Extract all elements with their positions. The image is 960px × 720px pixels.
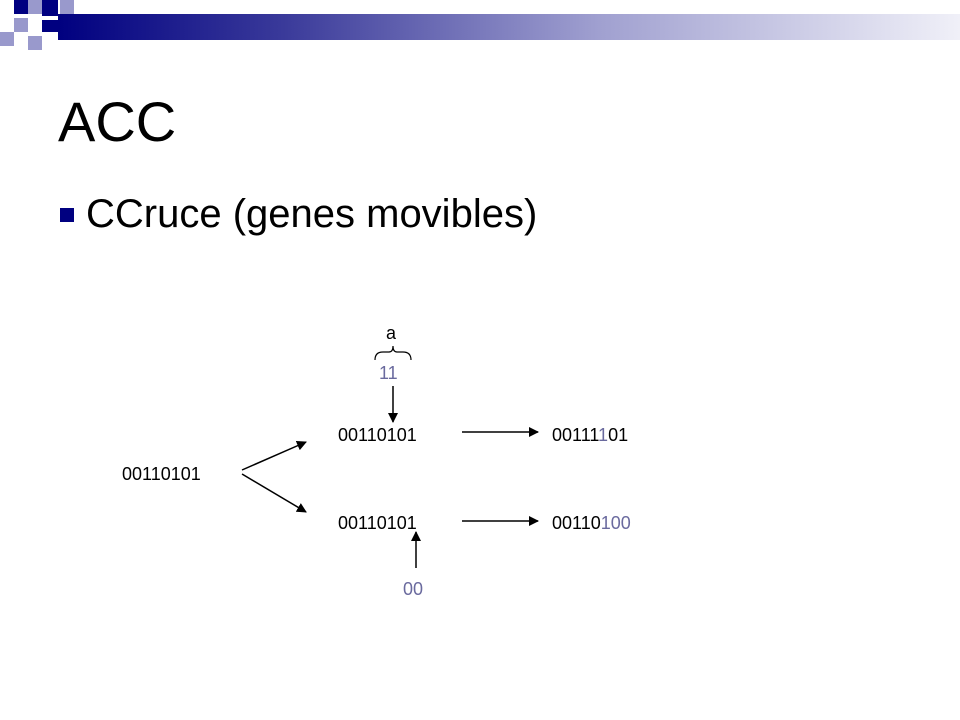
corner-square-light-3 xyxy=(0,32,14,46)
top-child-chromosome: 00110101 xyxy=(338,425,417,445)
top-result-chromosome: 00111101 xyxy=(552,424,628,446)
gene-label-a: a xyxy=(386,323,397,343)
corner-square-light-4 xyxy=(28,36,42,50)
gene-value-bottom: 00 xyxy=(403,579,424,599)
bottom-result-highlight: 100 xyxy=(600,513,631,533)
gene-brace xyxy=(374,345,412,361)
gene-value-top: 11 xyxy=(379,363,398,383)
corner-square-dark-2 xyxy=(42,0,58,16)
bottom-result-prefix: 00110 xyxy=(552,513,601,533)
bottom-result-chromosome: 00110100 xyxy=(552,512,631,534)
top-result-prefix: 00111 xyxy=(552,425,599,445)
top-result-highlight: 1 xyxy=(598,425,609,445)
corner-square-light-1 xyxy=(28,0,42,14)
corner-square-light-2 xyxy=(14,18,28,32)
bottom-child-chromosome: 00110101 xyxy=(338,513,417,533)
corner-square-light-5 xyxy=(60,0,74,14)
branch-line-bottom xyxy=(241,473,307,513)
bullet-text: CCruce (genes movibles) xyxy=(86,192,538,236)
square-bullet-icon xyxy=(60,208,74,222)
header-gradient-bar xyxy=(58,14,960,40)
parent-chromosome: 00110101 xyxy=(122,464,201,484)
top-result-suffix: 01 xyxy=(608,425,629,445)
slide-title: ACC xyxy=(58,90,177,153)
corner-square-dark-1 xyxy=(14,0,28,14)
corner-square-dark-3 xyxy=(42,20,58,32)
branch-line-top xyxy=(241,441,307,471)
